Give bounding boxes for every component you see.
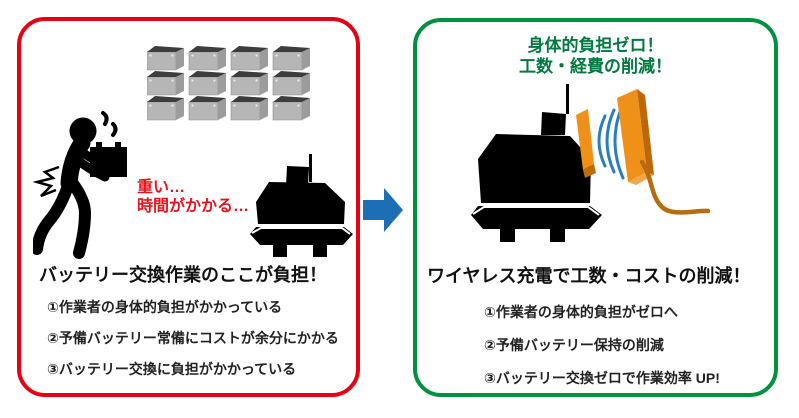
sweat-drop-icon: [111, 122, 118, 137]
receiver-pad-icon: [576, 109, 596, 178]
left-panel-title: バッテリー交換作業のここが負担！: [39, 265, 327, 285]
antenna-icon: [309, 154, 312, 182]
callout-line: 時間がかかる…: [137, 198, 250, 215]
left-panel-battery-swap-burden: 重い… 時間がかかる… バッテリー交換作業のここが負担！ ①作業者の身体的負担が…: [17, 17, 360, 397]
benefit-line: 工数・経費の削減！: [519, 57, 672, 76]
benefit-callout: 身体的負担ゼロ！ 工数・経費の削減！: [417, 35, 774, 77]
callout-line: 重い…: [137, 179, 186, 196]
carried-battery-icon: [90, 147, 127, 177]
benefit-list: ①作業者の身体的負担がゼロへ ②予備バッテリー保持の削減 ③バッテリー交換ゼロで…: [484, 302, 720, 401]
list-item: ①作業者の身体的負担がゼロへ: [484, 304, 678, 320]
right-panel-wireless-charging: 身体的負担ゼロ！ 工数・経費の削減！: [413, 18, 778, 397]
agv-robot-icon: [250, 154, 353, 257]
benefit-line: 身体的負担ゼロ！: [527, 36, 664, 55]
list-item: ②予備バッテリー常備にコストが余分にかかる: [47, 330, 339, 346]
wireless-charging-illustration: [471, 84, 711, 242]
list-item: ①作業者の身体的負担がかかっている: [47, 299, 283, 315]
burden-callout: 重い… 時間がかかる…: [137, 178, 249, 216]
right-panel-title: ワイヤレス充電で工数・コストの削減！: [427, 266, 751, 286]
burden-list: ①作業者の身体的負担がかかっている ②予備バッテリー常備にコストが余分にかかる …: [47, 297, 339, 390]
list-item: ③バッテリー交換に負担がかかっている: [47, 361, 297, 377]
back-pain-spark-icon: [33, 165, 60, 198]
worker-carrying-battery-icon: [33, 111, 127, 259]
agv-robot-icon: [471, 84, 602, 242]
sweat-drop-icon: [101, 111, 109, 126]
battery-stack-icon: [147, 45, 311, 121]
list-item: ②予備バッテリー保持の削減: [484, 337, 664, 353]
arrow-right-icon: [363, 188, 403, 232]
antenna-icon: [566, 84, 569, 114]
power-cable-icon: [639, 159, 711, 215]
list-item: ③バッテリー交換ゼロで作業効率 UP!: [484, 370, 720, 386]
